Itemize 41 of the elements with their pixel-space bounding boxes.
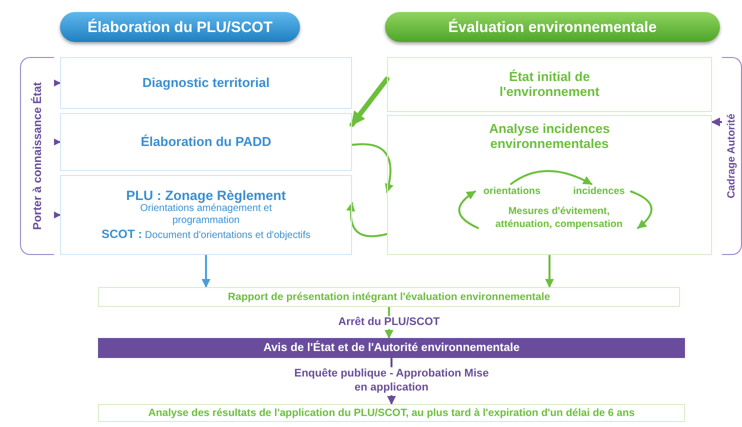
header-title: Élaboration du PLU/SCOT <box>87 18 272 36</box>
arrow <box>202 254 210 288</box>
arrow <box>346 202 388 238</box>
box-text: SCOT : Document d'orientations et d'objectifs <box>101 228 311 242</box>
box-text: Orientations aménagement et programmation <box>139 203 272 226</box>
arrow <box>52 210 61 220</box>
arrow <box>350 76 390 128</box>
step-band <box>98 404 685 422</box>
process-box <box>387 115 712 255</box>
cycle-step-label: orientations <box>476 185 548 200</box>
arrow <box>711 118 723 126</box>
arrow <box>630 190 652 229</box>
arrow <box>52 78 61 88</box>
box-text: Diagnostic territorial <box>142 76 270 90</box>
arrow <box>351 143 394 193</box>
band-text: Rapport de présentation intégrant l'évaluation environnementale <box>228 291 550 303</box>
box-text: Analyse incidences environnementales <box>488 122 611 152</box>
process-box <box>387 57 712 112</box>
side-tab <box>20 57 54 255</box>
process-box <box>60 113 352 171</box>
cycle-step-label: incidences <box>566 185 632 200</box>
box-text: Élaboration du PADD <box>140 134 272 150</box>
process-box <box>60 57 352 109</box>
arrow <box>510 170 592 185</box>
arrow <box>458 190 479 229</box>
tab-label: Cadrage Autorité <box>726 114 738 198</box>
arrow <box>52 138 61 146</box>
header-pill <box>60 12 300 42</box>
band-text: Analyse des résultats de l'application du PLU/SCOT, au plus tard à l'expiration d'un délai de 6 ans <box>148 407 635 419</box>
box-text: PLU : Zonage Règlement <box>126 188 286 204</box>
arrow <box>545 254 554 288</box>
banner-bar <box>98 338 685 358</box>
header-title: Évaluation environnementale <box>448 18 657 36</box>
step-band <box>98 287 680 307</box>
band-text: Avis de l'État et de l'Autorité environnementale <box>263 342 520 354</box>
tab-label: Porter à connaissance État <box>32 82 44 230</box>
cycle-step-label: Mesures d'évitement, atténuation, compensation <box>479 205 639 235</box>
box-text: État initial de l'environnement <box>498 70 600 100</box>
header-pill <box>385 12 720 42</box>
side-tab <box>722 57 742 255</box>
process-box <box>60 175 352 255</box>
